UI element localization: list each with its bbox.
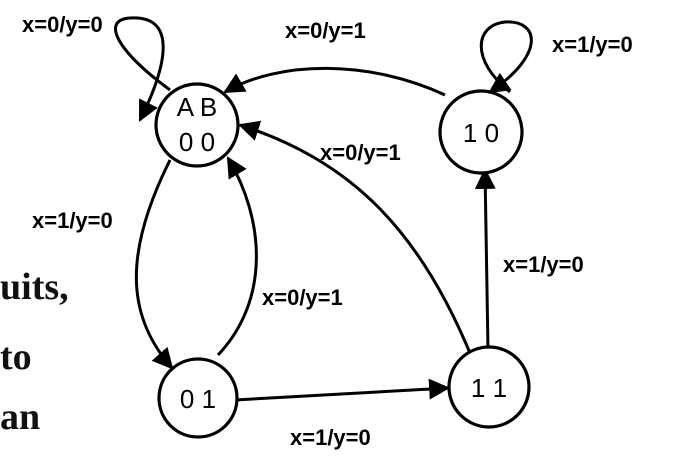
state-00-label-top: A B — [177, 92, 217, 122]
state-01-node — [157, 357, 239, 439]
edge-11-to-10 — [474, 167, 496, 351]
edge-self-10 — [479, 20, 533, 94]
state-00-node — [154, 82, 240, 168]
edge-01-to-11 — [234, 378, 451, 402]
state-00-label-bottom: 0 0 — [179, 127, 215, 157]
edge-label-01-to-00: x=0/y=1 — [262, 285, 343, 310]
edge-label-11-to-00: x=0/y=1 — [320, 140, 401, 165]
state-01-label: 0 1 — [180, 384, 216, 414]
edge-11-to-00 — [237, 120, 474, 359]
state-10-label: 1 0 — [463, 118, 499, 148]
edge-01-to-00 — [216, 156, 258, 357]
edge-label-self-10: x=1/y=0 — [552, 32, 633, 57]
edge-label-10-to-00: x=0/y=1 — [285, 18, 366, 43]
background-text-line: an — [0, 396, 41, 438]
edge-label-01-to-11: x=1/y=0 — [290, 425, 371, 450]
edge-self-00 — [114, 16, 171, 122]
background-text-line: to — [0, 336, 32, 378]
edge-label-11-to-10: x=1/y=0 — [503, 252, 584, 277]
edge-label-self-00: x=0/y=0 — [22, 12, 103, 37]
state-10-node — [438, 89, 524, 175]
edge-10-to-00 — [223, 66, 446, 97]
background-text-line: uits, — [0, 266, 69, 308]
state-11-label: 1 1 — [471, 373, 507, 403]
state-11-node — [447, 345, 531, 429]
edge-label-00-to-01: x=1/y=0 — [32, 208, 113, 233]
edge-00-to-01 — [134, 159, 174, 370]
